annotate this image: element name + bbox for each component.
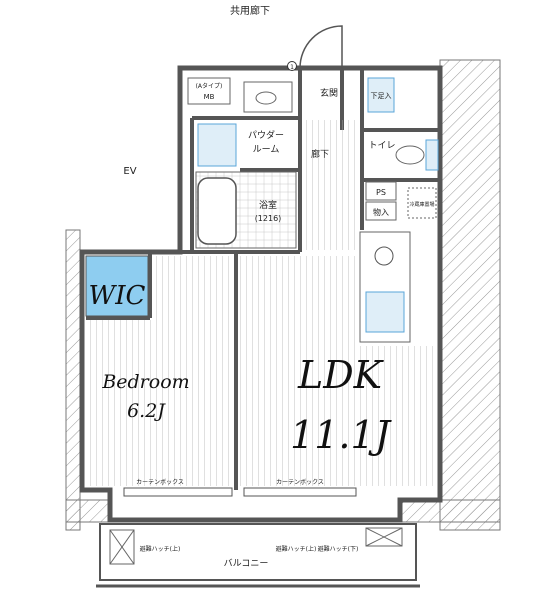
- evac-hatch-right: 避難ハッチ(下): [318, 545, 359, 553]
- ldk-floor: [240, 256, 356, 486]
- structure-wall-right: [439, 59, 501, 531]
- ldk-size: 11.1J: [290, 413, 392, 457]
- evac-hatch-left: 避難ハッチ(上): [140, 545, 181, 553]
- structure-wall-left: [65, 229, 81, 531]
- washbasin: [243, 81, 293, 113]
- entrance-door: [299, 25, 343, 69]
- evac-hatch-right-box: [365, 527, 403, 547]
- evac-hatch-mid: 避難ハッチ(上): [276, 545, 317, 553]
- toilet-bowl-icon: [395, 145, 425, 165]
- balcony-label: バルコニー: [224, 558, 269, 569]
- powder-room-label-2: ルーム: [253, 144, 280, 155]
- mb-label: MB: [204, 93, 215, 101]
- closet-label: 物入: [373, 207, 389, 217]
- curtain-box-label-1: カーテンボックス: [136, 478, 184, 486]
- hallway-label: 廊下: [311, 148, 329, 160]
- bath-size: (1216): [255, 214, 282, 223]
- evac-hatch-right-cross-2: [365, 527, 403, 547]
- wic-label: WIC: [89, 281, 146, 311]
- bedroom-window: [123, 487, 233, 497]
- powder-room-label-1: パウダー: [248, 129, 284, 141]
- fridge-label: 冷蔵庫置場: [409, 201, 434, 208]
- fridge-space: [407, 187, 437, 219]
- bathtub: [197, 177, 237, 245]
- mb-box: [187, 77, 231, 105]
- ps-label: PS: [376, 188, 386, 197]
- kitchen-sink: [365, 291, 405, 333]
- ldk-window: [243, 487, 357, 497]
- type-note: (Aタイプ): [196, 82, 223, 90]
- corridor-label: 共用廊下: [230, 4, 270, 17]
- curtain-box-label-2: カーテンボックス: [276, 478, 324, 486]
- stove-icon: [374, 246, 394, 266]
- washbasin-bowl-icon: [255, 91, 277, 105]
- bedroom-label: Bedroom: [101, 371, 189, 393]
- door-marker: 1: [290, 64, 294, 71]
- entrance-label: 玄関: [320, 87, 338, 99]
- ldk-label: LDK: [297, 353, 385, 397]
- closet-box: [365, 201, 397, 221]
- door-marker-circle: [287, 61, 297, 71]
- bath-label: 浴室: [259, 199, 277, 211]
- washing-machine-area: [197, 123, 237, 167]
- storage-box: [367, 77, 395, 113]
- evac-hatch-left-box: [109, 529, 135, 565]
- evac-hatch-left-cross-2: [109, 529, 135, 565]
- wic-area: [85, 255, 149, 317]
- interior-walls: [86, 68, 440, 490]
- toilet-tank: [425, 139, 439, 171]
- hallway-floor: [304, 120, 360, 250]
- bedroom-floor-lower: [86, 320, 152, 486]
- ldk-floor-right: [356, 346, 436, 486]
- bedroom-floor: [152, 256, 232, 486]
- ps-box: [365, 181, 397, 201]
- bedroom-size: 6.2J: [127, 400, 166, 422]
- toilet-label: トイレ: [368, 141, 395, 151]
- storage-label: 下足入: [371, 92, 392, 100]
- ev-label: EV: [123, 166, 136, 177]
- balcony: [99, 523, 417, 581]
